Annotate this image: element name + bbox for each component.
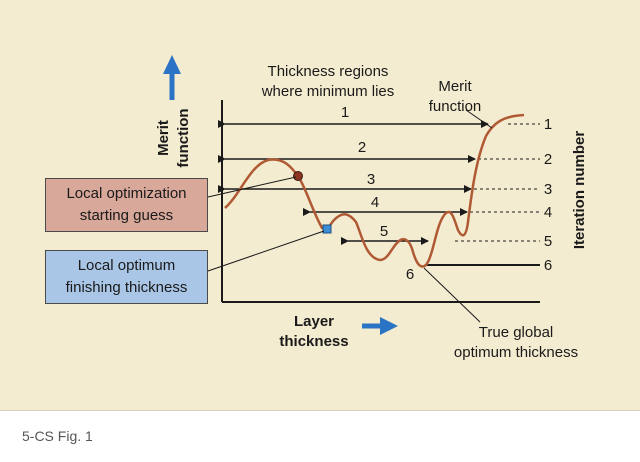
- region-arrows: [218, 120, 489, 245]
- iteration-number-2: 2: [544, 151, 552, 168]
- starting-guess-marker: [293, 171, 303, 181]
- merit-function-curve: [224, 113, 525, 268]
- region-number-4: 4: [371, 194, 379, 211]
- figure-caption: 5-CS Fig. 1: [22, 428, 93, 444]
- iteration-number-1: 1: [544, 116, 552, 133]
- region-number-3: 3: [367, 171, 375, 188]
- diagram-canvas: Thickness regions where minimum lies Mer…: [155, 55, 588, 361]
- region-number-5: 5: [380, 223, 388, 240]
- leader-lines: [207, 109, 493, 323]
- global-optimum-label-line1: True global: [479, 324, 554, 341]
- diagram: Thickness regions where minimum lies Mer…: [0, 0, 640, 411]
- x-axis-label-line1: Layer: [294, 313, 334, 330]
- y-direction-arrow-icon: [163, 55, 181, 100]
- starting-guess-box: Local optimization starting guess: [45, 178, 208, 232]
- y-axis-label-line1: Merit: [155, 120, 172, 156]
- region-number-1: 1: [341, 104, 349, 121]
- iteration-number-4: 4: [544, 204, 552, 221]
- right-axis-label: Iteration number: [571, 131, 588, 250]
- finishing-thickness-box: Local optimum finishing thickness: [45, 250, 208, 304]
- merit-label-line2: function: [429, 98, 482, 115]
- diagram-title-line2: where minimum lies: [261, 83, 395, 100]
- finishing-thickness-marker: [322, 224, 332, 234]
- iteration-number-3: 3: [544, 181, 552, 198]
- finishing-thickness-line1: Local optimum: [77, 257, 176, 274]
- x-axis-label-line2: thickness: [279, 333, 348, 350]
- starting-guess-line2: starting guess: [79, 207, 174, 224]
- diagram-title-line1: Thickness regions: [268, 63, 389, 80]
- iteration-guides: [455, 123, 540, 242]
- y-axis-label-line2: function: [175, 108, 192, 167]
- x-direction-arrow-icon: [362, 317, 398, 335]
- iteration-number-6: 6: [544, 257, 552, 274]
- global-optimum-label-line2: optimum thickness: [454, 344, 578, 361]
- iteration-number-5: 5: [544, 233, 552, 250]
- merit-label-line1: Merit: [438, 78, 472, 95]
- region-number-2: 2: [358, 139, 366, 156]
- finishing-thickness-line2: finishing thickness: [65, 279, 188, 296]
- starting-guess-line1: Local optimization: [66, 185, 187, 202]
- region-number-6: 6: [406, 266, 414, 283]
- y-axis-label: Merit function: [155, 108, 192, 167]
